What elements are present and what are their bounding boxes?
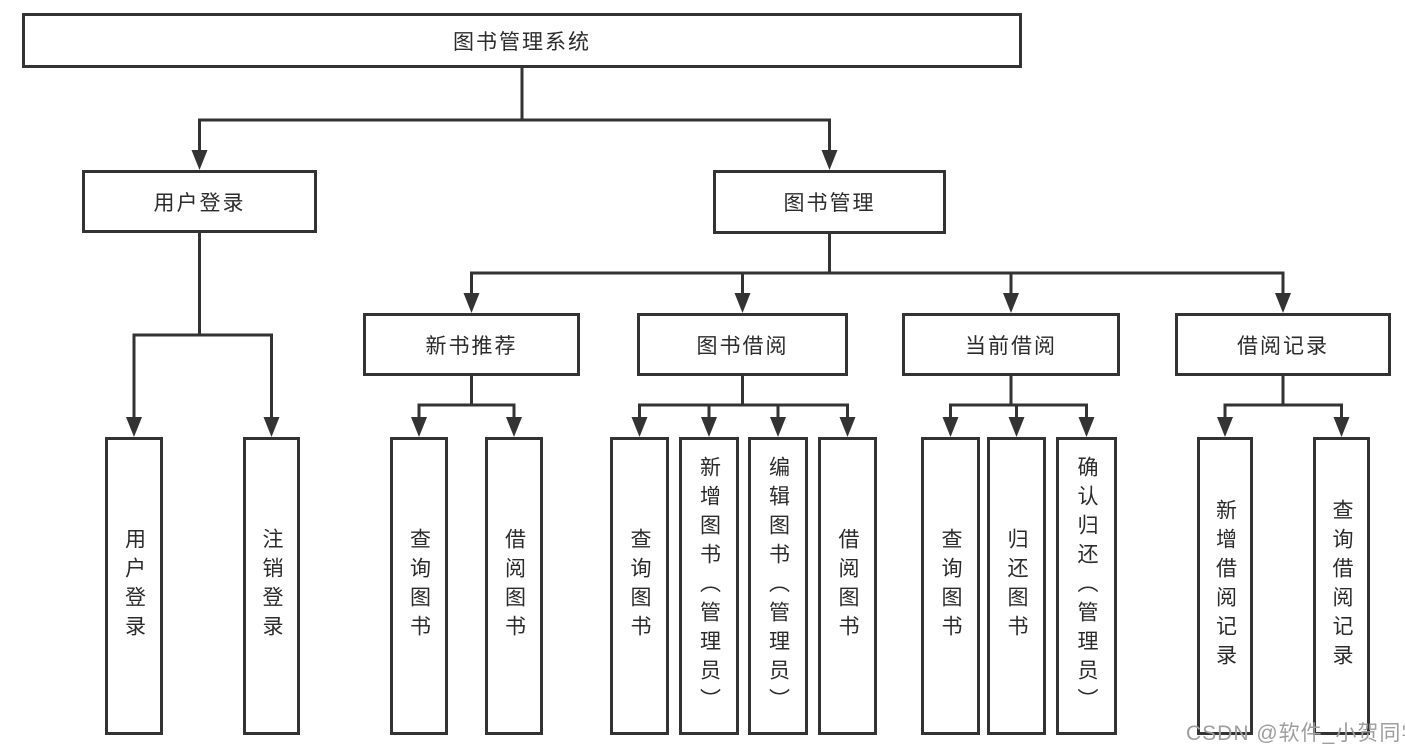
node-borrow-records: 借阅记录 — [1175, 313, 1391, 376]
leaf-label: 用户登录 — [122, 528, 146, 644]
leaf-label: 新增借阅记录 — [1213, 499, 1237, 673]
leaf-borrow-book: 借阅图书 — [818, 437, 877, 735]
node-current-borrow: 当前借阅 — [902, 313, 1120, 376]
leaf-label: 确认归还（管理员） — [1075, 455, 1098, 717]
leaf-user-login: 用户登录 — [105, 437, 163, 735]
node-label: 借阅记录 — [1237, 334, 1329, 358]
leaf-query-books-borrow: 查询图书 — [610, 437, 669, 735]
leaf-label: 注销登录 — [260, 528, 283, 644]
leaf-query-books-recommend: 查询图书 — [390, 437, 448, 735]
leaf-label: 借阅图书 — [502, 528, 526, 644]
leaf-confirm-return-admin: 确认归还（管理员） — [1056, 437, 1117, 735]
leaf-query-books-current: 查询图书 — [921, 437, 980, 735]
leaf-label: 编辑图书（管理员） — [766, 455, 790, 717]
leaf-label: 归还图书 — [1005, 528, 1028, 644]
leaf-borrow-book-recommend: 借阅图书 — [485, 437, 543, 735]
leaf-edit-book-admin: 编辑图书（管理员） — [748, 437, 808, 735]
leaf-label: 查询借阅记录 — [1330, 499, 1353, 673]
node-label: 新书推荐 — [425, 334, 518, 358]
leaf-label: 查询图书 — [939, 528, 962, 644]
node-new-book-recommend: 新书推荐 — [363, 313, 580, 376]
leaf-add-borrow-record: 新增借阅记录 — [1197, 437, 1253, 735]
leaf-add-book-admin: 新增图书（管理员） — [679, 437, 739, 735]
leaf-label: 新增图书（管理员） — [697, 455, 721, 717]
node-label: 图书借阅 — [696, 334, 789, 358]
node-book-borrow: 图书借阅 — [637, 313, 848, 376]
leaf-logout: 注销登录 — [243, 437, 300, 735]
watermark: CSDN @软件_小贺同学 — [1186, 722, 1405, 745]
leaf-return-book: 归还图书 — [987, 437, 1046, 735]
node-book-management: 图书管理 — [713, 170, 946, 234]
node-label: 图书管理系统 — [453, 30, 591, 54]
node-user-login: 用户登录 — [82, 170, 317, 233]
leaf-label: 借阅图书 — [836, 528, 859, 644]
leaf-label: 查询图书 — [407, 528, 431, 644]
leaf-query-borrow-record: 查询借阅记录 — [1313, 437, 1370, 735]
node-label: 用户登录 — [153, 191, 246, 215]
leaf-label: 查询图书 — [628, 528, 651, 644]
node-label: 当前借阅 — [965, 334, 1057, 358]
node-label: 图书管理 — [783, 192, 876, 215]
node-system-root: 图书管理系统 — [22, 13, 1022, 68]
